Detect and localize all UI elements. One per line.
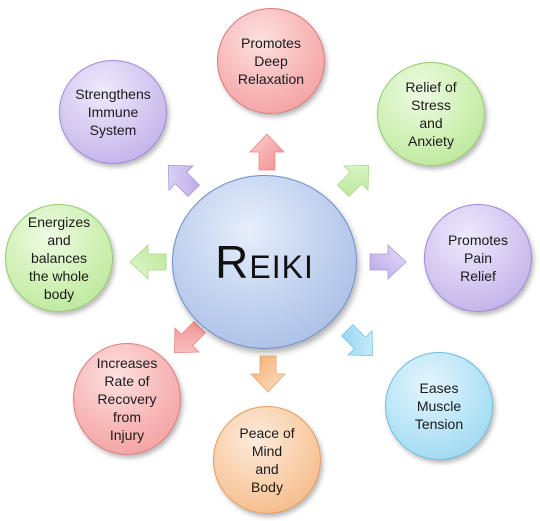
arrow-up — [249, 133, 285, 171]
benefit-deep-relaxation: Promotes Deep Relaxation — [217, 8, 325, 114]
benefit-stress-relief: Relief of Stress and Anxiety — [377, 62, 485, 166]
center-label: Reiki — [215, 236, 314, 288]
benefit-peace-of-mind: Peace of Mind and Body — [213, 406, 321, 514]
arrow-down-left — [173, 321, 206, 354]
arrow-up-right — [337, 164, 370, 197]
benefit-label: Energizes and balances the whole body — [27, 214, 91, 302]
benefit-label: Relief of Stress and Anxiety — [405, 79, 457, 149]
center-circle: Reiki — [172, 175, 357, 349]
benefit-label: Promotes Pain Relief — [448, 232, 508, 284]
benefit-immune-system: Strengthens Immune System — [59, 60, 167, 164]
benefit-label: Increases Rate of Recovery from Injury — [96, 355, 158, 443]
benefit-muscle-tension: Eases Muscle Tension — [385, 352, 493, 460]
benefit-recovery: Increases Rate of Recovery from Injury — [73, 343, 181, 455]
benefit-pain-relief: Promotes Pain Relief — [424, 204, 532, 312]
benefit-label: Strengthens Immune System — [75, 86, 151, 138]
benefit-label: Eases Muscle Tension — [414, 380, 464, 432]
arrow-right — [369, 244, 407, 280]
benefit-label: Peace of Mind and Body — [239, 425, 295, 495]
benefit-energizes: Energizes and balances the whole body — [5, 204, 113, 312]
arrow-left — [129, 244, 167, 280]
arrow-up-left — [167, 164, 200, 197]
benefit-label: Promotes Deep Relaxation — [237, 35, 305, 87]
arrow-down-right — [341, 324, 374, 357]
arrow-down — [250, 355, 286, 393]
